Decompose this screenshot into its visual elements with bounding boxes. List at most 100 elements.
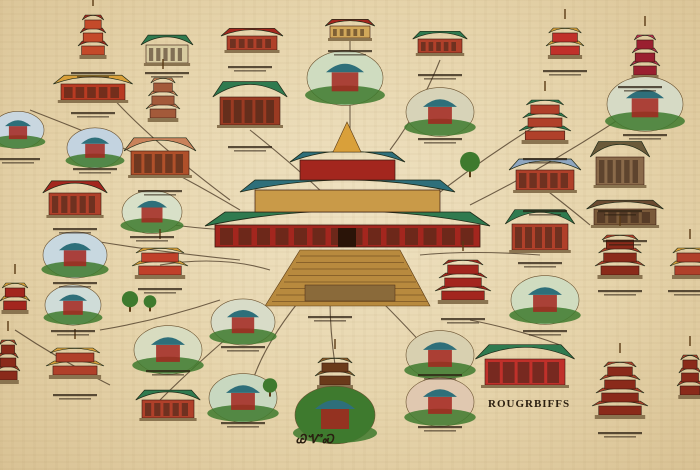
hall-door: [630, 212, 639, 223]
tree-crown: [262, 378, 278, 393]
pagoda-wall: [444, 277, 482, 288]
hall-roof: [42, 180, 108, 194]
pagoda-left-row5: [131, 229, 189, 279]
pagoda-wall: [55, 352, 95, 363]
hall-door: [443, 42, 449, 51]
caption-stroke: [424, 142, 456, 144]
hall-door: [519, 173, 527, 188]
pagoda-wall: [527, 117, 563, 128]
boat-pavilion-bottom-center: [314, 339, 356, 389]
hall-door: [52, 196, 59, 213]
pagoda-bottom-far-right: [676, 336, 700, 399]
central-lower-window: [220, 228, 233, 245]
vignette-building: [231, 392, 255, 410]
vignette-hill: [404, 408, 476, 426]
caption-stroke: [598, 210, 642, 213]
pagoda-wall: [682, 359, 698, 370]
hall-door: [266, 100, 274, 123]
hall-door: [145, 403, 152, 416]
vignette-building: [85, 143, 105, 158]
pagoda-wall: [447, 264, 479, 275]
hall-roof: [135, 389, 201, 401]
hall-bottom-left: [135, 389, 201, 421]
hall-base: [143, 63, 191, 66]
tower-top-far-right: [629, 16, 661, 79]
hall-door: [360, 29, 364, 36]
vignette-building: [631, 98, 659, 118]
pagoda-roof: [49, 347, 101, 354]
caption-stroke: [53, 282, 97, 285]
hall-door: [615, 160, 622, 183]
vignette-left-row5: [41, 231, 109, 279]
connector-line: [329, 299, 336, 366]
hall-door: [599, 160, 605, 183]
hall-left-row4: [42, 180, 108, 218]
hall-door: [233, 100, 242, 123]
hall-door: [149, 48, 154, 61]
connector-line: [159, 260, 271, 271]
hall-top-center-left: [220, 27, 284, 53]
pagoda-wall: [679, 385, 700, 396]
vignette-roof: [151, 337, 185, 345]
hall-door: [134, 154, 142, 173]
tree-right-row3: [460, 151, 480, 178]
caption-stroke: [328, 50, 372, 53]
connector-line: [109, 94, 231, 201]
hall-door: [87, 87, 96, 98]
pagoda-wall: [600, 265, 640, 276]
caption-stroke: [227, 426, 259, 428]
pagoda-wall: [0, 370, 18, 381]
vignette-left-row3: [65, 127, 125, 169]
caption-stroke: [73, 168, 117, 171]
hall-door: [163, 48, 168, 61]
hall-door: [529, 173, 537, 188]
caption-stroke: [418, 426, 462, 429]
pagoda-roof: [442, 259, 484, 266]
hall-door: [61, 196, 68, 213]
hall-base: [217, 125, 283, 128]
vignette-hill: [65, 153, 125, 168]
vignette-hill: [404, 118, 476, 136]
ruins-far-right-row3: [589, 141, 651, 188]
pagoda-wall: [607, 366, 633, 377]
hall-door: [517, 362, 530, 383]
hall-door: [539, 173, 548, 188]
hall-top-right: [412, 30, 468, 56]
central-spire: [332, 121, 362, 153]
hall-door: [244, 100, 253, 123]
central-middle-wall: [254, 189, 441, 213]
caption-stroke: [623, 134, 667, 137]
hall-right-row3: [508, 158, 582, 193]
hall-base: [513, 190, 577, 193]
caption-stroke: [618, 86, 662, 89]
pagoda-wall: [636, 39, 654, 50]
caption-stroke: [529, 334, 561, 336]
hall-door: [98, 87, 108, 98]
central-lower-window: [442, 228, 455, 245]
vignette-left-row6: [43, 284, 103, 326]
vignette-hill: [41, 261, 109, 278]
vignette-roof: [5, 120, 31, 127]
connector-line: [429, 119, 546, 201]
vignette-roof: [423, 389, 457, 397]
hall-left-row3: [123, 137, 197, 178]
vignette-bottom-left-2: [132, 325, 204, 375]
central-lower-window: [386, 228, 400, 245]
hall-door: [550, 173, 558, 188]
caption-stroke: [79, 172, 111, 174]
pagoda-base: [521, 140, 569, 144]
pagoda-wall: [4, 287, 26, 298]
vignette-hill: [293, 423, 377, 443]
caption-stroke: [543, 70, 587, 73]
vignette-hill: [209, 328, 277, 345]
vignette-roof: [423, 99, 457, 107]
hall-door: [175, 154, 183, 173]
pagoda-far-right-row5: [669, 229, 700, 279]
hall-far-right-row4: [586, 199, 664, 228]
central-lower-window: [294, 228, 307, 245]
vignette-top-center: [305, 50, 385, 106]
caption-stroke: [529, 214, 561, 216]
vignette-roof: [528, 287, 562, 295]
vignette-hill: [43, 310, 103, 325]
caption-stroke: [314, 320, 346, 322]
